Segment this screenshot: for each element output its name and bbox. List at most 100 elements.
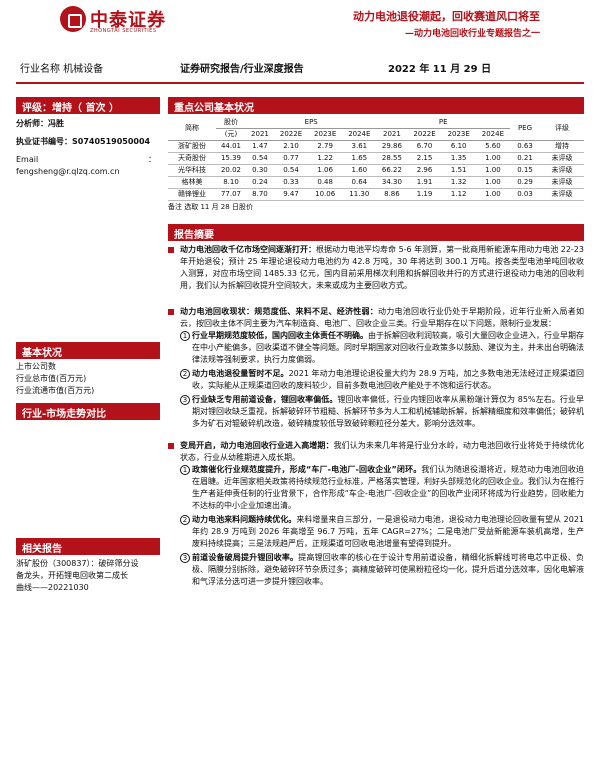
- header-divider: [16, 82, 584, 84]
- circled-number-2-icon: 2: [180, 368, 190, 379]
- col-year-header: 2022E: [273, 128, 309, 141]
- pe-cell: 1.35: [450, 154, 467, 162]
- eps-cell: 0.64: [351, 178, 368, 186]
- pe-cell: 28.55: [381, 154, 402, 162]
- pe-cell: 6.70: [416, 142, 433, 150]
- subitem-text: 我们认为随退役潮将近，规范动力电池回收迫在眉睫。近年国家相关政策将持续规范行业标…: [192, 464, 584, 510]
- pe-cell: 1.12: [450, 190, 467, 198]
- eps-cell: 3.61: [351, 142, 368, 150]
- col-year-header: 2023E: [441, 128, 476, 141]
- summary-paragraph-text: 我们认为未来几年将是行业分水岭，动力电池回收行业将处于持续优化状态，行业从幼稚期…: [180, 440, 585, 462]
- email-label: Email: [16, 155, 39, 164]
- report-type: 证券研究报告/行业深度报告: [180, 64, 304, 75]
- eps-cell: 1.06: [317, 166, 333, 174]
- col-year-header: 2023E: [308, 128, 343, 141]
- subitem-heading: 动力电池退役量暂时不足。: [192, 368, 289, 378]
- col-pe-header: PE: [376, 116, 510, 129]
- summary-paragraph-text: 根据动力电池平均寿命 5-6 年测算，第一批商用新能源车用动力电池 22-23 …: [180, 244, 584, 290]
- company-name-cell: 浙矿股份: [178, 142, 206, 150]
- circled-number-1-icon: 1: [180, 330, 190, 341]
- license-line: 执业证书编号：S0740519050004: [16, 137, 151, 146]
- eps-cell: 1.60: [351, 166, 368, 174]
- circled-number-3-icon: 3: [180, 552, 190, 563]
- eps-cell: 1.22: [317, 154, 333, 162]
- summary-paragraph-text: 动力电池回收行业仍处于早期阶段，近年行业新入局者如云，按回收主体不同主要为汽车制…: [180, 306, 584, 328]
- report-subtitle: —动力电池回收行业专题报告之一: [404, 29, 540, 39]
- summary-paragraph: 动力电池回收现状：规范度低、来料不足、经济性弱：动力电池回收行业仍处于早期阶段，…: [168, 306, 584, 330]
- subitem-heading: 行业早期规范度较低，国内回收主体责任不明确。: [192, 330, 368, 340]
- summary-paragraph: 变局开启，动力电池回收行业进入高增期：我们认为未来几年将是行业分水岭，动力电池回…: [168, 440, 584, 464]
- eps-cell: 8.70: [252, 190, 268, 198]
- related-reports-label: 相关报告: [16, 538, 160, 555]
- price-cell: 8.10: [223, 178, 239, 186]
- square-bullet-icon: [168, 308, 174, 315]
- price-cell: 20.02: [220, 166, 242, 174]
- basic-info-label: 基本状况: [16, 342, 160, 359]
- company-name-cell: 格林美: [181, 178, 203, 186]
- pe-cell: 1.00: [485, 166, 501, 174]
- pe-cell: 1.51: [450, 166, 467, 174]
- col-price-header: 股价: [216, 116, 246, 129]
- eps-cell: 2.10: [283, 142, 299, 150]
- rating-cell: 未评级: [551, 154, 573, 162]
- col-year-header: 2024E: [342, 128, 377, 141]
- eps-cell: 10.06: [315, 190, 336, 198]
- analyst-line: 分析师：冯胜: [16, 119, 64, 128]
- subitem-text: 2021 年动力电池理论退役量大约为 28.9 万吨，加之多数电池无法经过正规渠…: [192, 368, 584, 390]
- col-peg-header: PEG: [510, 116, 540, 141]
- price-cell: 44.01: [220, 142, 242, 150]
- eps-cell: 0.54: [283, 166, 299, 174]
- email-address[interactable]: fengsheng@r.qlzq.com.cn: [16, 167, 120, 176]
- peg-cell: 0.15: [517, 166, 533, 174]
- subitem-text: 锂回收率偏低，行业内锂回收率从黑粉端计算仅为 85%左右。行业早期对锂回收缺乏重…: [192, 394, 584, 428]
- subitem-heading: 前道设备破局提升锂回收率。: [192, 552, 299, 562]
- company-name-cell: 天奇股份: [178, 154, 206, 162]
- related-report-line[interactable]: 备龙头，开拓锂电回收第二成长: [16, 571, 128, 580]
- eps-cell: 0.77: [283, 154, 299, 162]
- related-report-line[interactable]: 浙矿股份（300837）：破碎筛分设: [16, 559, 139, 568]
- pe-cell: 5.60: [485, 142, 501, 150]
- col-price-unit: (元): [216, 128, 246, 141]
- pe-cell: 2.96: [416, 166, 433, 174]
- brand-name-en: ZHONGTAI SECURITIES: [90, 28, 157, 34]
- eps-cell: 0.33: [283, 178, 299, 186]
- subitem-heading: 动力电池来料问题持续优化。: [192, 514, 297, 524]
- subitem-text: 提高锂回收率的核心在于设计专用前道设备，精细化拆解线可将电芯中正极、负极、隔膜分…: [192, 552, 585, 586]
- report-title: 动力电池退役潮起，回收赛道风口将至: [353, 10, 540, 23]
- left-sidebar: 评级：增持（ 首次 ） 分析师：冯胜 执业证书编号：S0740519050004…: [16, 97, 160, 594]
- basic-item: 行业总市值(百万元): [16, 374, 87, 383]
- related-report-line[interactable]: 曲线——20221030: [16, 583, 89, 592]
- summary-paragraph-heading: 变局开启，动力电池回收行业进入高增期：: [180, 440, 334, 450]
- col-year-header: 2024E: [475, 128, 510, 141]
- pe-cell: 66.22: [381, 166, 402, 174]
- main-content: 重点公司基本状况 简称 股价 EPS PE PEG 评级 (元) 2021 20…: [168, 97, 584, 588]
- brand-logo-icon: [60, 6, 86, 32]
- pe-cell: 1.32: [450, 178, 467, 186]
- eps-cell: 1.47: [252, 142, 268, 150]
- email-colon: ：: [148, 155, 156, 164]
- pe-cell: 1.00: [485, 178, 501, 186]
- pe-cell: 1.00: [485, 154, 501, 162]
- pe-cell: 6.10: [450, 142, 467, 150]
- rating-cell: 未评级: [551, 178, 573, 186]
- report-date: 2022 年 11 月 29 日: [388, 64, 492, 75]
- eps-cell: 2.79: [317, 142, 333, 150]
- eps-cell: 0.24: [252, 178, 268, 186]
- circled-number-3-icon: 3: [180, 394, 190, 405]
- subitem-heading: 政策催化行业规范度提升，形成“车厂-电池厂-回收企业”闭环。: [192, 464, 422, 474]
- eps-cell: 11.30: [349, 190, 370, 198]
- peg-cell: 0.21: [517, 154, 533, 162]
- summary-label: 报告摘要: [168, 223, 584, 241]
- square-bullet-icon: [168, 246, 174, 253]
- eps-cell: 0.48: [317, 178, 333, 186]
- company-table: 简称 股价 EPS PE PEG 评级 (元) 2021 2022E 2023E…: [168, 116, 584, 201]
- basic-item: 上市公司数: [16, 362, 56, 371]
